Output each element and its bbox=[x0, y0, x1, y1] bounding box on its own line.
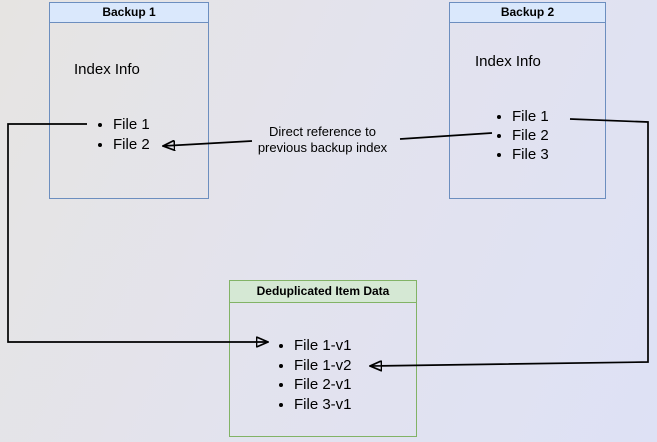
annotation-line: Direct reference to bbox=[269, 124, 376, 139]
list-item: File 2 bbox=[512, 126, 549, 145]
backup2-index-info-label: Index Info bbox=[475, 53, 541, 70]
backup2-title: Backup 2 bbox=[450, 3, 605, 23]
dedup-file-list: File 1-v1 File 1-v2 File 2-v1 File 3-v1 bbox=[278, 336, 352, 414]
backup2-file-list: File 1 File 2 File 3 bbox=[496, 107, 549, 164]
list-item: File 1-v1 bbox=[294, 336, 352, 356]
list-item: File 2-v1 bbox=[294, 375, 352, 395]
list-item: File 1-v2 bbox=[294, 356, 352, 376]
list-item: File 1 bbox=[113, 115, 150, 135]
list-item: File 3-v1 bbox=[294, 395, 352, 415]
annotation-line: previous backup index bbox=[257, 140, 388, 155]
list-item: File 3 bbox=[512, 145, 549, 164]
direct-reference-annotation: Direct reference to previous backup inde… bbox=[225, 124, 420, 156]
backup1-index-info-label: Index Info bbox=[74, 61, 140, 78]
list-item: File 1 bbox=[512, 107, 549, 126]
dedup-store-title: Deduplicated Item Data bbox=[230, 281, 416, 303]
backup2-box: Backup 2 Index Info File 1 File 2 File 3 bbox=[449, 2, 606, 199]
list-item: File 2 bbox=[113, 135, 150, 155]
dedup-store-box: Deduplicated Item Data File 1-v1 File 1-… bbox=[229, 280, 417, 437]
backup1-box: Backup 1 Index Info File 1 File 2 bbox=[49, 2, 209, 199]
backup1-file-list: File 1 File 2 bbox=[97, 115, 150, 155]
backup1-title: Backup 1 bbox=[50, 3, 208, 23]
